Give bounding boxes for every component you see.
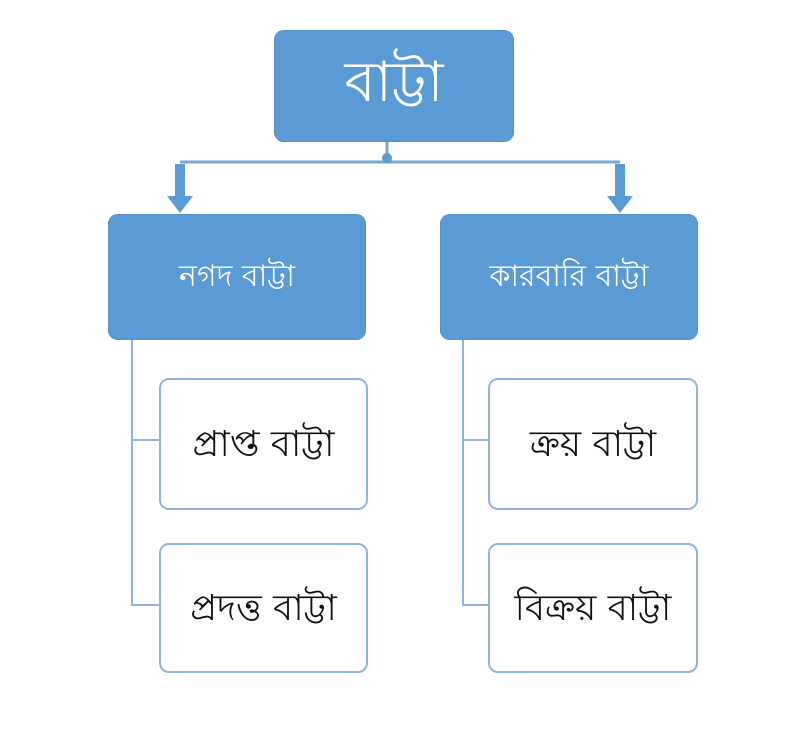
discount-paid-node: প্রদত্ত বাট্টা [159,543,368,673]
sales-discount-label: বিক্রয় বাট্টা [514,587,672,629]
cash-bracket-line [131,340,159,606]
purchase-discount-node: ক্রয় বাট্টা [488,378,698,510]
cash-discount-node: নগদ বাট্টা [108,214,366,340]
arrow-shaft-cash [175,164,185,198]
purchase-discount-label: ক্রয় বাট্টা [529,423,657,465]
root-node: বাট্টা [274,30,514,142]
arrow-head-trade [607,196,633,213]
junction-dot [382,153,392,163]
sales-discount-node: বিক্রয় বাট্টা [488,543,698,673]
trade-discount-node: কারবারি বাট্টা [440,214,698,340]
trade-discount-label: কারবারি বাট্টা [489,258,649,294]
discount-paid-label: প্রদত্ত বাট্টা [190,587,337,629]
discount-received-node: প্রাপ্ত বাট্টা [159,378,368,510]
cash-discount-label: নগদ বাট্টা [179,258,295,294]
arrow-head-cash [167,196,193,213]
arrow-shaft-trade [615,164,625,198]
root-label: বাট্টা [344,50,444,115]
trade-bracket-line [462,340,488,606]
discount-received-label: প্রাপ্ত বাট্টা [192,423,335,465]
